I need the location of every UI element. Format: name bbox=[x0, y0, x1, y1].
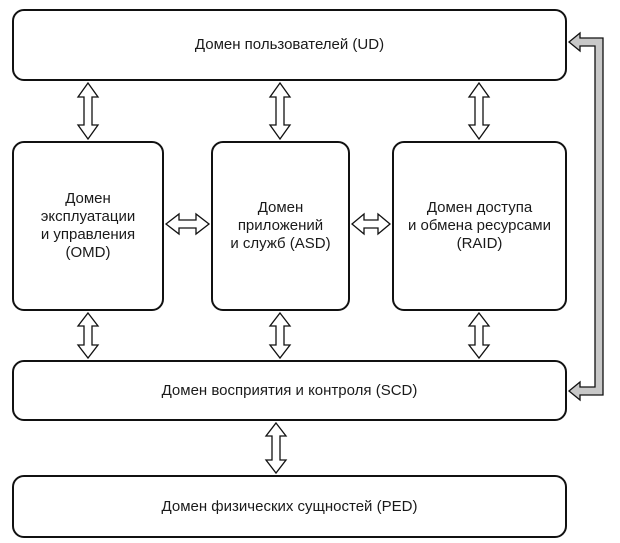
domain-ped: Домен физических сущностей (PED) bbox=[12, 475, 567, 538]
domain-omd-label-line1: Домен bbox=[65, 190, 111, 207]
domain-omd: Домен эксплуатации и управления (OMD) bbox=[12, 141, 164, 311]
domain-asd-label-line3: и служб (ASD) bbox=[230, 235, 331, 252]
domain-asd-label-line2: приложений bbox=[237, 217, 324, 234]
domain-ud: Домен пользователей (UD) bbox=[12, 9, 567, 81]
arrow-raid-scd bbox=[467, 311, 491, 360]
domain-asd: Домен приложений и служб (ASD) bbox=[211, 141, 350, 311]
domain-raid-label-line2: и обмена ресурсами bbox=[408, 217, 551, 234]
domain-omd-label-line3: и управления bbox=[40, 226, 136, 243]
domain-scd-label: Домен восприятия и контроля (SCD) bbox=[161, 381, 418, 399]
arrow-ud-asd bbox=[268, 81, 292, 141]
arrow-asd-scd bbox=[268, 311, 292, 360]
arrow-asd-raid bbox=[350, 212, 392, 236]
arrow-omd-asd bbox=[164, 212, 211, 236]
domain-raid: Домен доступа и обмена ресурсами (RAID) bbox=[392, 141, 567, 311]
arrow-ud-omd bbox=[76, 81, 100, 141]
arrow-omd-scd bbox=[76, 311, 100, 360]
arrow-scd-ud-loop bbox=[567, 31, 604, 402]
domain-ud-label: Домен пользователей (UD) bbox=[194, 36, 385, 53]
domain-raid-label-line3: (RAID) bbox=[456, 235, 503, 252]
arrow-scd-ped bbox=[264, 421, 288, 475]
domain-omd-label-line2: эксплуатации bbox=[40, 208, 136, 225]
domain-scd: Домен восприятия и контроля (SCD) bbox=[12, 360, 567, 421]
domain-omd-label-line4: (OMD) bbox=[65, 244, 111, 261]
domain-raid-label-line1: Домен доступа bbox=[426, 199, 533, 216]
domain-ped-label: Домен физических сущностей (PED) bbox=[161, 497, 418, 515]
arrow-ud-raid bbox=[467, 81, 491, 141]
domain-asd-label-line1: Домен bbox=[257, 199, 304, 216]
